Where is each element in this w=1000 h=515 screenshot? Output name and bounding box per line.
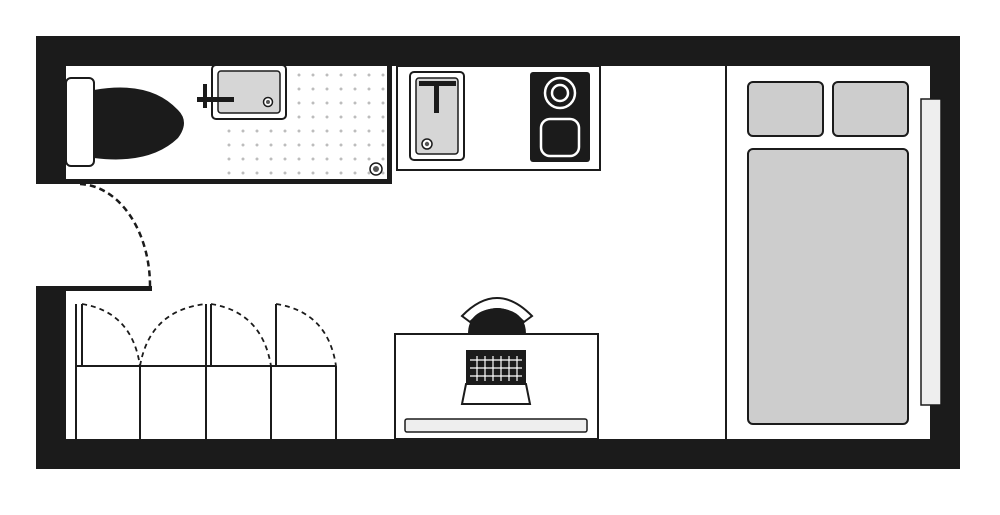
pillow-icon: [747, 81, 909, 137]
bathroom-sink-icon: [211, 64, 287, 120]
stove-icon: [530, 72, 590, 162]
bed-icon: [747, 148, 909, 425]
door-jamb: [66, 286, 152, 291]
desk-shelf: [404, 418, 588, 433]
drain-icon: [369, 162, 383, 176]
faucet-icon: [197, 84, 234, 108]
toilet-icon: [65, 77, 184, 167]
chair-icon: [460, 297, 534, 334]
wardrobe-door-swing-icon[interactable]: [81, 303, 337, 367]
door-swing-icon[interactable]: [79, 182, 152, 287]
wardrobe: [75, 304, 337, 439]
laptop-icon: [460, 350, 532, 405]
window-icon: [920, 98, 942, 406]
sink-icon: [409, 71, 465, 161]
exterior-walls: [36, 36, 960, 469]
bathroom-partition: [66, 66, 392, 184]
